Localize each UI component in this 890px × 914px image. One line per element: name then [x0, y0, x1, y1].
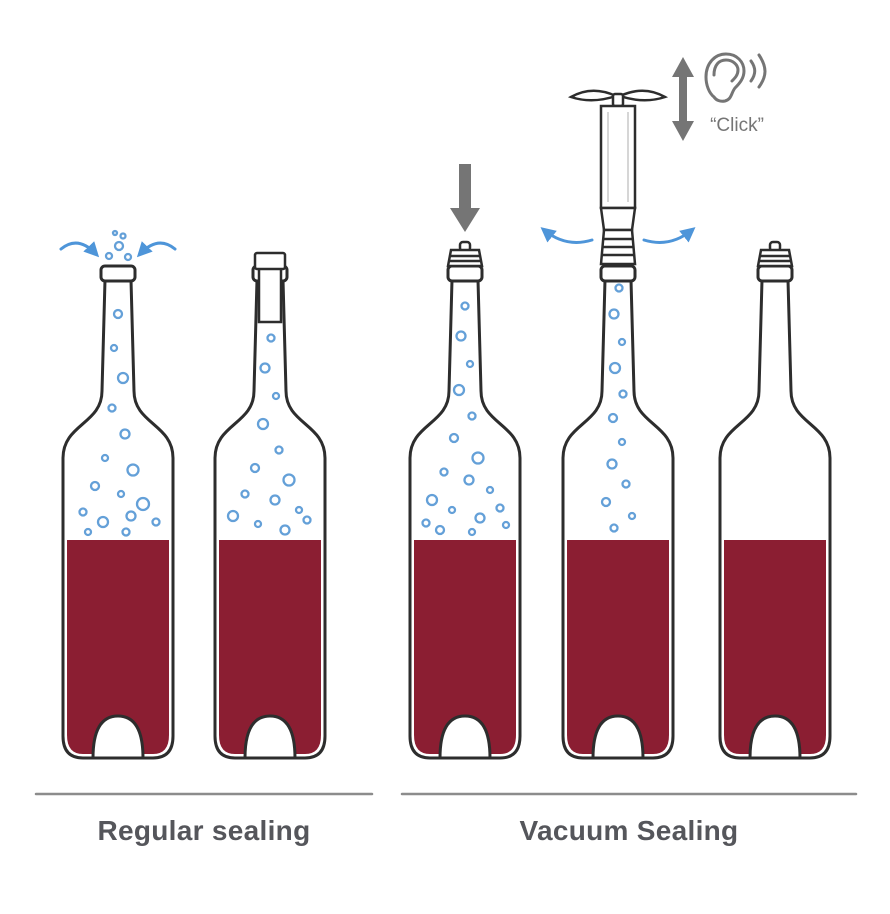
bottle-vacuum-sealed [718, 240, 832, 760]
escaping-bubbles [104, 229, 133, 262]
air-out-left-arrow-icon [540, 227, 594, 244]
pump-cylinder [599, 104, 637, 210]
regular-sealing-label: Regular sealing [97, 815, 310, 846]
bottle-vacuum-pumping [540, 89, 696, 760]
click-label: “Click” [710, 115, 764, 136]
regular-sealing-section: Regular sealing [34, 229, 374, 846]
vacuum-stopper [756, 240, 794, 268]
vacuum-pump [567, 89, 669, 266]
vacuum-sealing-label: Vacuum Sealing [520, 815, 739, 846]
pump-up-down-arrow-icon [672, 57, 694, 141]
bottle-lip [599, 264, 637, 283]
press-down-arrow-icon [450, 164, 480, 232]
air-bubbles [226, 333, 312, 536]
bottle-vacuum-stopper-press [408, 164, 522, 760]
air-bubbles [78, 308, 161, 537]
vacuum-sealing-section: “Click” Vacuum Sealing [400, 52, 858, 846]
bottle-punt [591, 714, 645, 760]
air-in-left-arrow-icon [59, 241, 100, 258]
bottle-punt [438, 714, 492, 760]
air-out-right-arrow-icon [642, 227, 696, 244]
vacuum-stopper [446, 240, 484, 268]
pump-handle-left-wing [567, 89, 620, 102]
bottle-open [59, 229, 177, 760]
air-bubbles [600, 283, 637, 533]
pump-handle-hub [611, 92, 625, 108]
bottle-lip [99, 264, 137, 283]
pump-collar [599, 206, 637, 232]
bottle-punt [243, 714, 297, 760]
ear-icon [704, 52, 767, 103]
bottle-punt [91, 714, 145, 760]
air-in-right-arrow-icon [136, 241, 177, 258]
bottle-punt [748, 714, 802, 760]
bottle-lip [446, 264, 484, 283]
click-indicator: “Click” [672, 52, 767, 141]
air-bubbles [421, 301, 511, 537]
bottle-lip [756, 264, 794, 283]
bottle-corked [213, 251, 327, 760]
pump-handle-right-wing [616, 89, 669, 102]
cork-stopper [253, 251, 287, 324]
